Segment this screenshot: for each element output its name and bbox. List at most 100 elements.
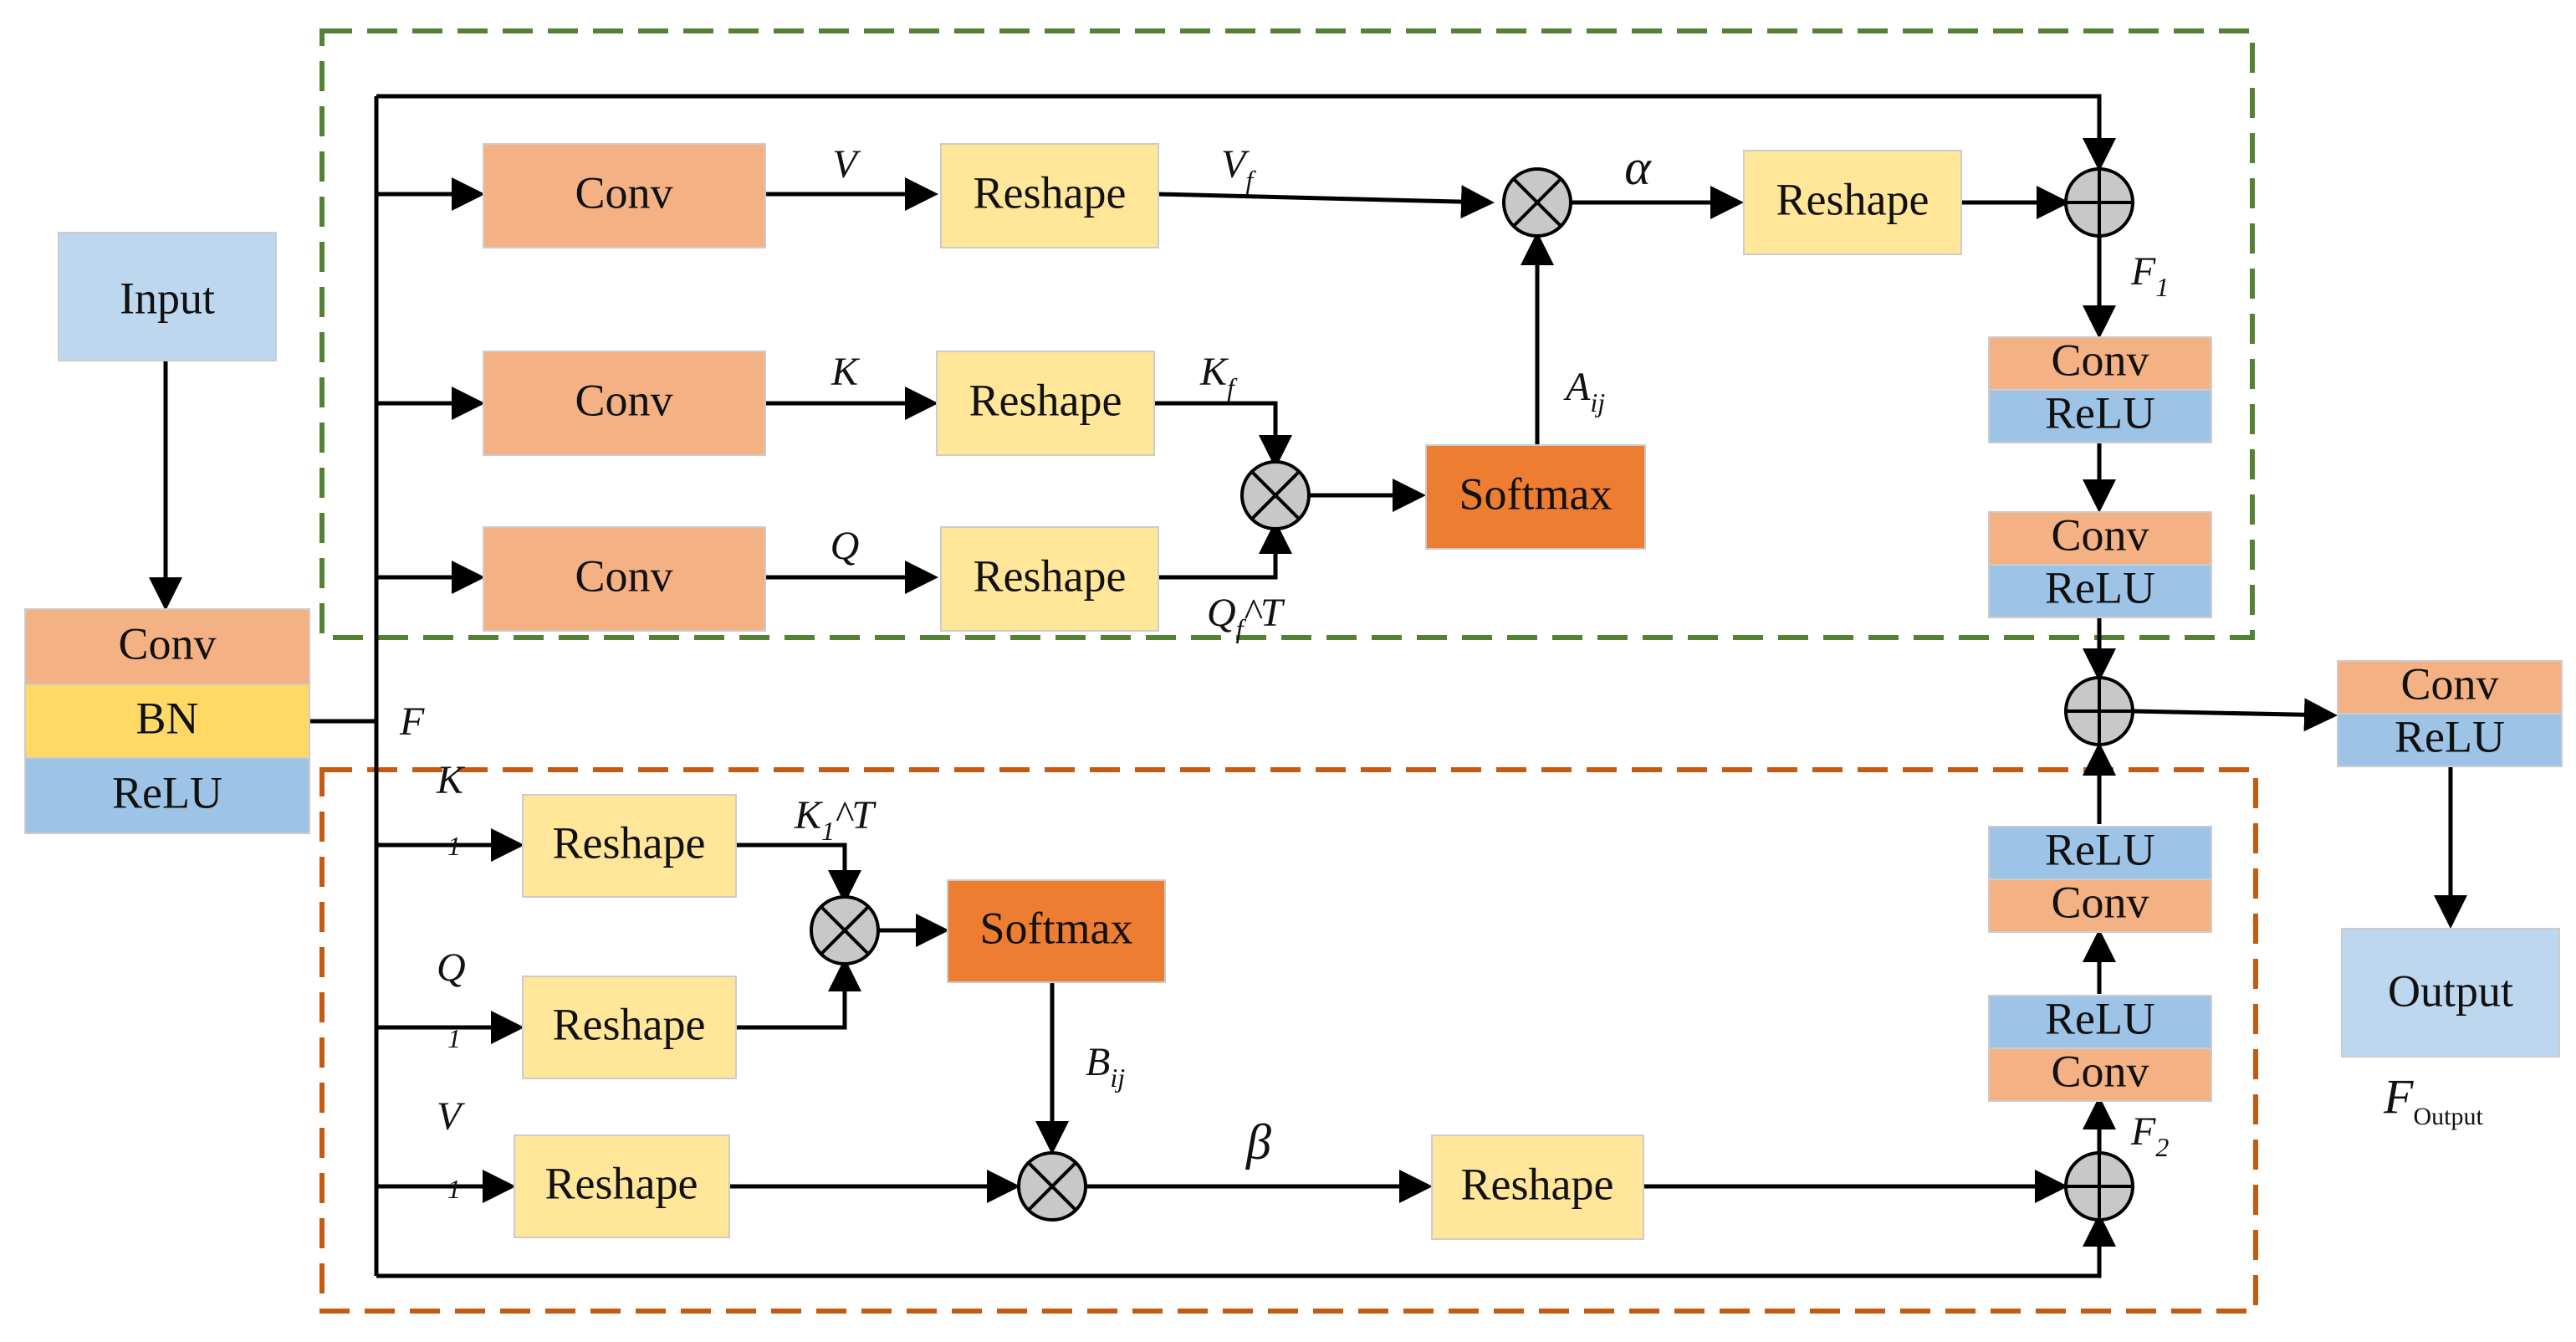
conv-relu-top-2-block: Conv ReLU bbox=[1988, 510, 2212, 618]
svg-text:Softmax: Softmax bbox=[1459, 469, 1613, 519]
multiply-kq-top-operator bbox=[1240, 460, 1311, 530]
label-alpha: α bbox=[1624, 140, 1652, 195]
conv-bn-relu-block: Conv BN ReLU bbox=[24, 608, 310, 834]
label-vf-main: V bbox=[1221, 142, 1250, 187]
label-v: V bbox=[832, 142, 861, 187]
label-q: Q bbox=[831, 524, 860, 568]
svg-text:Conv: Conv bbox=[2051, 510, 2149, 560]
svg-text:Conv: Conv bbox=[118, 618, 216, 668]
label-k1t-sup: ^T bbox=[835, 793, 877, 837]
label-k1-left: K bbox=[436, 758, 466, 802]
label-aij-sub: ij bbox=[1590, 387, 1605, 417]
svg-text:Conv: Conv bbox=[575, 551, 672, 601]
label-f1-main: F bbox=[2130, 249, 2156, 294]
multiply-kq-bottom-operator bbox=[810, 895, 880, 966]
position-attention-module-border bbox=[319, 28, 2255, 640]
add-f1-operator bbox=[2064, 167, 2134, 238]
label-bij-main: B bbox=[1086, 1040, 1110, 1084]
conv-k-block: Conv bbox=[483, 351, 766, 456]
label-qft-sup: ^T bbox=[1244, 591, 1285, 635]
svg-text:Reshape: Reshape bbox=[974, 551, 1127, 601]
conv-v-block: Conv bbox=[483, 143, 766, 248]
label-k1t: K1^T bbox=[794, 793, 877, 846]
output-conv-relu-block: Conv ReLU bbox=[2337, 658, 2563, 767]
label-bij-sub: ij bbox=[1110, 1063, 1125, 1093]
label-vf-sub: f bbox=[1245, 165, 1256, 195]
label-q1-left-sub: 1 bbox=[447, 1023, 461, 1053]
svg-text:Conv: Conv bbox=[2400, 658, 2498, 709]
multiply-v1-operator bbox=[1017, 1151, 1087, 1222]
svg-text:Conv: Conv bbox=[575, 375, 672, 425]
label-kf-sub: f bbox=[1227, 372, 1238, 402]
label-f2-main: F bbox=[2130, 1109, 2156, 1154]
label-foutput-sub: Output bbox=[2413, 1103, 2483, 1130]
svg-text:ReLU: ReLU bbox=[2045, 387, 2155, 438]
conv-relu-top-1-block: Conv ReLU bbox=[1988, 335, 2212, 443]
svg-text:Reshape: Reshape bbox=[969, 375, 1122, 425]
conv-q-block: Conv bbox=[483, 526, 766, 632]
reshape-k1-block: Reshape bbox=[522, 794, 737, 898]
svg-text:Softmax: Softmax bbox=[980, 903, 1133, 953]
svg-text:Reshape: Reshape bbox=[1776, 174, 1929, 224]
svg-text:ReLU: ReLU bbox=[2045, 562, 2155, 612]
label-aij: Aij bbox=[1563, 365, 1605, 417]
label-v1-left-sub: 1 bbox=[447, 1174, 461, 1204]
label-k1t-sub: 1 bbox=[821, 816, 835, 846]
relu-conv-bottom-1-block: ReLU Conv bbox=[1988, 824, 2212, 933]
input-block: Input bbox=[58, 232, 277, 361]
svg-text:ReLU: ReLU bbox=[112, 767, 222, 817]
svg-text:ReLU: ReLU bbox=[2395, 711, 2505, 761]
label-f2-sub: 2 bbox=[2155, 1132, 2169, 1162]
label-foutput: FOutput bbox=[2383, 1069, 2483, 1130]
label-aij-main: A bbox=[1563, 365, 1591, 409]
reshape-q1-block: Reshape bbox=[522, 976, 737, 1079]
label-beta: β bbox=[1245, 1114, 1271, 1170]
svg-text:ReLU: ReLU bbox=[2045, 993, 2155, 1043]
svg-text:Conv: Conv bbox=[2051, 877, 2149, 927]
label-kf: Kf bbox=[1199, 350, 1238, 402]
svg-text:Output: Output bbox=[2388, 966, 2513, 1016]
svg-text:Input: Input bbox=[120, 273, 215, 323]
multiply-vf-operator bbox=[1502, 167, 1572, 238]
svg-text:Conv: Conv bbox=[2051, 1046, 2149, 1096]
reshape-v-block: Reshape bbox=[940, 143, 1159, 248]
label-qft: Qf^T bbox=[1207, 591, 1285, 643]
label-kf-main: K bbox=[1199, 350, 1229, 394]
svg-text:Reshape: Reshape bbox=[553, 817, 706, 868]
connections bbox=[149, 94, 2467, 1278]
label-bij: Bij bbox=[1086, 1040, 1125, 1093]
reshape-alpha-block: Reshape bbox=[1743, 150, 1962, 255]
add-f2-operator bbox=[2064, 1151, 2134, 1222]
channel-attention-module-border bbox=[319, 767, 2258, 1314]
label-f1: F1 bbox=[2130, 249, 2169, 302]
svg-text:Reshape: Reshape bbox=[545, 1158, 698, 1208]
label-k1t-main: K bbox=[794, 793, 824, 837]
reshape-k-block: Reshape bbox=[936, 351, 1155, 456]
add-fusion-operator bbox=[2064, 676, 2134, 746]
reshape-v1-block: Reshape bbox=[514, 1135, 730, 1238]
svg-text:Reshape: Reshape bbox=[974, 167, 1127, 218]
softmax-bottom-block: Softmax bbox=[947, 879, 1166, 983]
softmax-top-block: Softmax bbox=[1425, 444, 1646, 550]
output-block: Output bbox=[2341, 928, 2560, 1058]
label-q1-left: Q bbox=[437, 945, 466, 990]
svg-text:BN: BN bbox=[135, 693, 198, 743]
label-k1-left-sub: 1 bbox=[447, 831, 461, 861]
label-qft-main: Q bbox=[1207, 591, 1236, 635]
label-vf: Vf bbox=[1221, 142, 1256, 195]
svg-text:Reshape: Reshape bbox=[553, 999, 706, 1049]
label-f1-sub: 1 bbox=[2155, 272, 2169, 302]
reshape-beta-block: Reshape bbox=[1431, 1135, 1644, 1240]
label-k: K bbox=[831, 350, 861, 394]
label-f2: F2 bbox=[2130, 1109, 2169, 1162]
reshape-q-block: Reshape bbox=[940, 526, 1159, 632]
label-foutput-main: F bbox=[2383, 1069, 2414, 1124]
svg-text:Conv: Conv bbox=[2051, 335, 2149, 385]
label-v1-left: V bbox=[437, 1094, 465, 1139]
svg-text:ReLU: ReLU bbox=[2045, 824, 2155, 874]
svg-text:Conv: Conv bbox=[575, 167, 672, 218]
svg-text:Reshape: Reshape bbox=[1461, 1159, 1614, 1209]
label-f: F bbox=[399, 699, 425, 744]
relu-conv-bottom-2-block: ReLU Conv bbox=[1988, 993, 2212, 1102]
